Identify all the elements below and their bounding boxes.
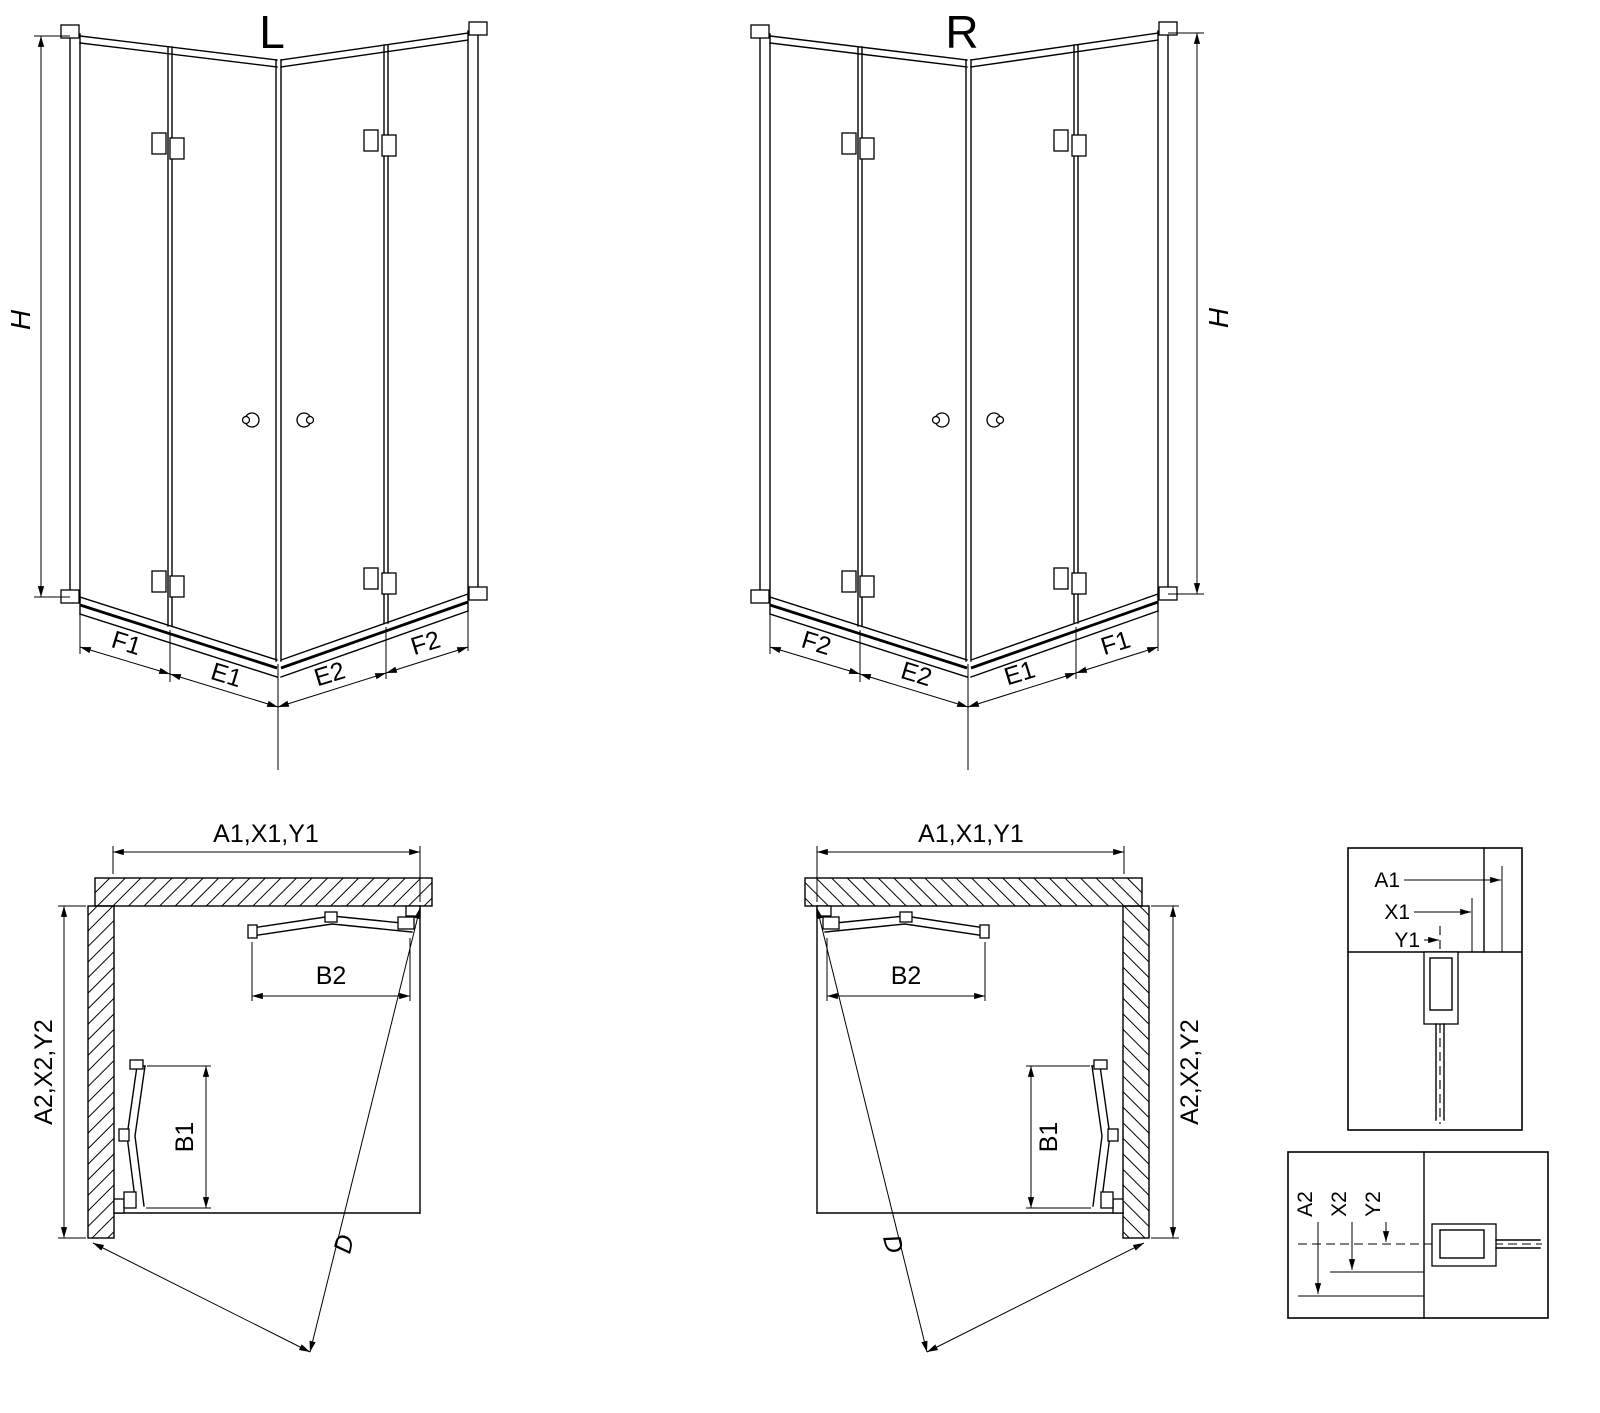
detail-y2-label: Y2 [1362,1191,1385,1217]
detail-x1-label: X1 [1384,901,1410,924]
detail-a1-label: A1 [1374,869,1400,892]
plan-view-right: A1,X1,Y1 B2 B1 A2,X2,Y2 D [805,820,1204,1352]
depth-dim-label-left-plan: A2,X2,Y2 [30,1019,58,1125]
b2-label-left-plan: B2 [316,962,347,990]
dim-label-e1-left: E1 [208,657,245,693]
b2-label-right-plan: B2 [891,962,922,990]
detail-x2-label: X2 [1328,1191,1351,1217]
detail-y1-label: Y1 [1394,929,1420,952]
dim-label-f1-left: F1 [108,626,144,661]
d-label-left-plan: D [328,1232,360,1256]
perspective-view-left: L H F1 E1 E2 F2 [5,6,487,770]
depth-dim-label-right-plan: A2,X2,Y2 [1176,1019,1204,1125]
d-label-right-plan: D [877,1232,909,1256]
b1-label-left-plan: B1 [171,1122,199,1153]
detail-frame [1347,847,1523,1131]
width-dim-label-left-plan: A1,X1,Y1 [213,820,319,848]
dim-label-f2-right: F2 [798,626,834,661]
detail-frame [1287,1151,1549,1319]
profile-section [1423,951,1459,1121]
detail-view-top: A1 X1 Y1 [1347,847,1523,1131]
variant-label-r: R [945,6,978,58]
perspective-view-right: R H F2 E2 E1 F1 [751,6,1234,770]
height-dim-label-left: H [5,309,36,330]
plan-geometry-use [58,846,432,1352]
detail-a2-label: A2 [1294,1191,1317,1217]
variant-label-l: L [259,6,285,58]
height-dim-label-right: H [1203,307,1234,328]
plan-view-left: A1,X1,Y1 B2 B1 A2,X2,Y2 D [30,820,432,1352]
b1-label-right-plan: B1 [1035,1122,1063,1153]
width-dim-label-right-plan: A1,X1,Y1 [918,820,1024,848]
dim-label-e1-right: E1 [1001,655,1038,691]
profile-section [1431,1223,1541,1267]
plan-geometry-use [805,846,1179,1352]
detail-view-bottom: A2 X2 Y2 [1287,1151,1549,1319]
